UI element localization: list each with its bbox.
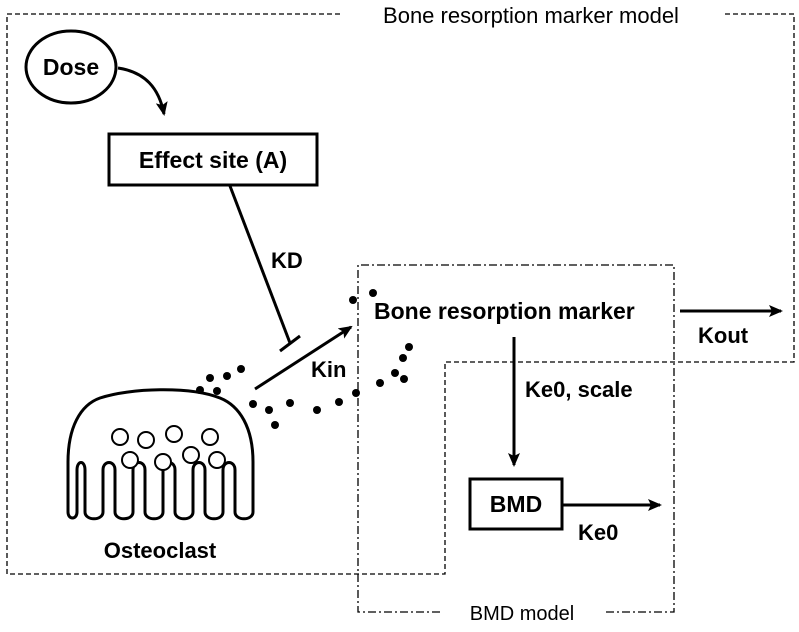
osteoclast-label: Osteoclast: [104, 538, 217, 563]
dose-label: Dose: [43, 54, 99, 80]
osteoclast-vesicles: [111, 425, 226, 471]
bmd-node: [468, 477, 564, 531]
kd-inhibition-line: [228, 185, 292, 344]
kin-label: Kin: [311, 357, 346, 382]
bmd-model-label: BMD model: [470, 603, 574, 625]
dose-node: [24, 29, 118, 105]
kd-label: KD: [271, 248, 303, 273]
bone-marker-label: Bone resorption marker: [374, 298, 635, 324]
kout-label: Kout: [698, 323, 749, 348]
dose-to-effect-arrow: [117, 66, 168, 116]
bone-resorption-model-boundary: [6, 13, 795, 575]
ke0-scale-label: Ke0, scale: [525, 377, 633, 402]
marker-particles: [196, 289, 413, 429]
effect-site-node: [107, 132, 319, 187]
kd-inhibition-bar: [279, 334, 301, 353]
bmd-label: BMD: [490, 491, 542, 517]
bone-resorption-model-label: Bone resorption marker model: [383, 3, 679, 28]
effect-site-label: Effect site (A): [139, 147, 287, 173]
bmd-model-boundary: [357, 264, 675, 613]
ke0-label: Ke0: [578, 520, 618, 545]
kin-arrow: [254, 325, 353, 391]
